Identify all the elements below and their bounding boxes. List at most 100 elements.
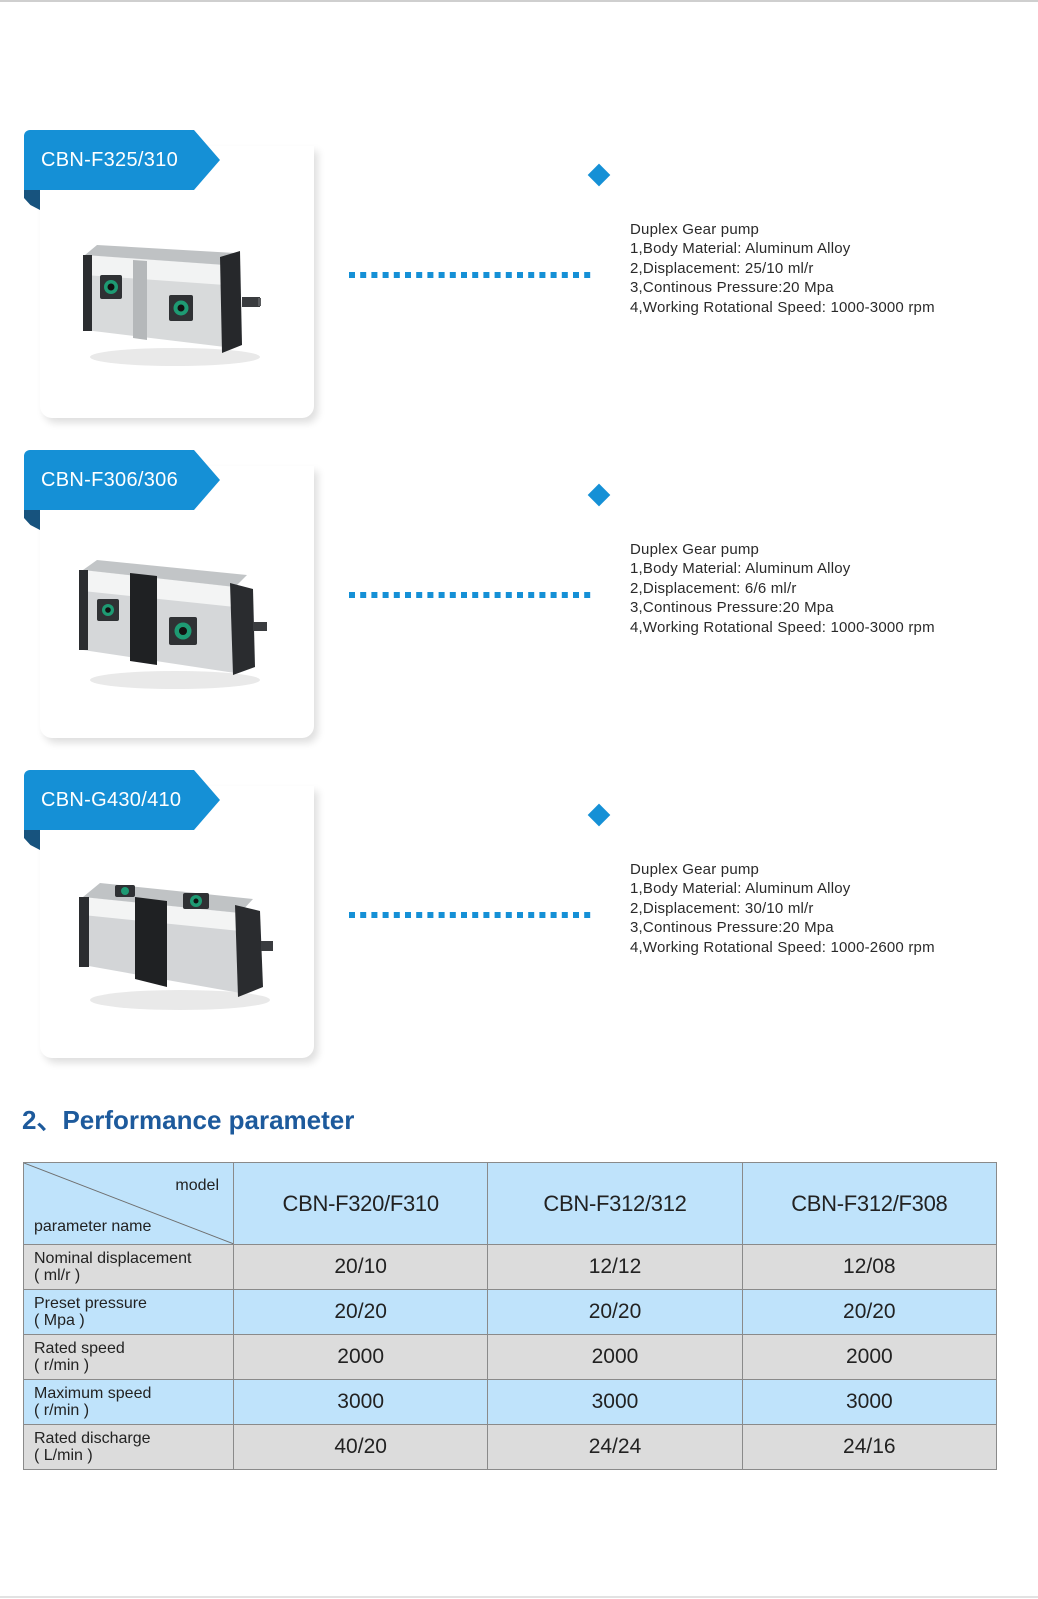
product-block: CBN-F306/306 Duplex Gear pump 1,Body Mat… — [0, 450, 1038, 740]
connector-dot — [483, 592, 490, 598]
pump-image — [79, 883, 273, 1010]
connector-dot — [449, 912, 456, 918]
connector-dot — [550, 272, 557, 278]
spec-list: Duplex Gear pump 1,Body Material: Alumin… — [630, 220, 935, 317]
model-column-header: CBN-F312/F308 — [741, 1162, 998, 1245]
spec-line: 3,Continous Pressure:20 Mpa — [630, 599, 834, 617]
connector-dot — [371, 912, 378, 918]
spec-line: 3,Continous Pressure:20 Mpa — [630, 919, 834, 937]
model-tag-label: CBN-F325/310 — [41, 149, 178, 171]
connector-dot — [494, 912, 501, 918]
table-row: Preset pressure( Mpa ) 20/20 20/20 20/20 — [23, 1289, 998, 1335]
connector-dot — [517, 592, 523, 598]
connector-dot — [360, 272, 367, 278]
pump-image — [79, 560, 267, 689]
dotted-connector — [349, 272, 591, 278]
tag-fold — [24, 190, 40, 210]
connector-dot — [573, 592, 579, 598]
model-column-header: CBN-F312/312 — [487, 1162, 743, 1245]
spec-line: Duplex Gear pump — [630, 221, 760, 238]
tag-fold — [24, 510, 40, 530]
connector-dot — [449, 592, 456, 598]
connector-dot — [416, 912, 423, 918]
spec-line: Duplex Gear pump — [630, 861, 760, 878]
parameter-name: Rated speed — [34, 1340, 125, 1357]
model-tag — [24, 770, 220, 830]
value-cell: 24/24 — [487, 1424, 743, 1470]
spec-line: 1,Body Material: Aluminum Alloy — [630, 240, 851, 258]
connector-dot — [393, 912, 400, 918]
connector-dot — [349, 272, 355, 278]
connector-dot — [573, 272, 579, 278]
dotted-connector — [349, 912, 591, 918]
connector-dot — [494, 592, 501, 598]
value-cell: 12/08 — [741, 1244, 998, 1290]
value-cell: 24/16 — [741, 1424, 998, 1470]
connector-dot — [360, 592, 367, 598]
connector-dot — [382, 912, 389, 918]
connector-dot — [461, 912, 467, 918]
parameter-name: Nominal displacement — [34, 1250, 192, 1267]
connector-dot — [528, 592, 535, 598]
parameter-name-cell: Maximum speed( r/min ) — [23, 1379, 234, 1425]
spec-line: Duplex Gear pump — [630, 541, 760, 558]
connector-dot — [573, 912, 579, 918]
connector-dot — [528, 272, 535, 278]
product-block: CBN-F325/310 Duplex Gear pump 1,Body Mat… — [0, 130, 1038, 420]
parameter-unit: ( r/min ) — [34, 1357, 90, 1374]
connector-dot — [505, 272, 512, 278]
parameter-name-cell: Rated discharge( L/min ) — [23, 1424, 234, 1470]
value-cell: 12/12 — [487, 1244, 743, 1290]
parameter-name-label: parameter name — [34, 1218, 152, 1235]
parameter-unit: ( ml/r ) — [34, 1267, 81, 1284]
model-label: model — [175, 1177, 219, 1194]
value-cell: 20/20 — [741, 1289, 998, 1335]
connector-dot — [382, 272, 389, 278]
connector-dot — [449, 272, 456, 278]
diamond-bullet — [587, 803, 611, 827]
connector-dot — [427, 272, 434, 278]
value-cell: 2000 — [741, 1334, 998, 1380]
value-cell: 3000 — [741, 1379, 998, 1425]
connector-dot — [461, 592, 467, 598]
spec-line: 2,Displacement: 30/10 ml/r — [630, 899, 814, 917]
spec-line: 2,Displacement: 25/10 ml/r — [630, 259, 814, 277]
top-divider — [0, 0, 1038, 2]
connector-dot — [472, 912, 479, 918]
tag-fold — [24, 830, 40, 850]
parameter-name: Maximum speed — [34, 1385, 152, 1402]
table-row: Rated discharge( L/min ) 40/20 24/24 24/… — [23, 1424, 998, 1470]
spec-list: Duplex Gear pump 1,Body Material: Alumin… — [630, 860, 935, 957]
connector-dot — [427, 592, 434, 598]
model-column-header: CBN-F320/F310 — [232, 1162, 489, 1245]
connector-dot — [528, 912, 535, 918]
spec-line: 4,Working Rotational Speed: 1000-3000 rp… — [630, 618, 935, 636]
connector-dot — [550, 592, 557, 598]
connector-dot — [561, 592, 568, 598]
section-title: 2、Performance parameter — [22, 1105, 355, 1135]
performance-table: model parameter name CBN-F320/F310 CBN-F… — [23, 1162, 998, 1470]
connector-dot — [416, 592, 423, 598]
connector-dot — [539, 592, 546, 598]
value-cell: 2000 — [487, 1334, 743, 1380]
value-cell: 3000 — [487, 1379, 743, 1425]
connector-dot — [494, 272, 501, 278]
parameter-name: Preset pressure — [34, 1295, 147, 1312]
connector-dot — [483, 272, 490, 278]
connector-dot — [584, 912, 591, 918]
connector-dot — [371, 592, 378, 598]
spec-line: 3,Continous Pressure:20 Mpa — [630, 279, 834, 297]
connector-dot — [584, 272, 591, 278]
spec-line: 1,Body Material: Aluminum Alloy — [630, 560, 851, 578]
table-row: Nominal displacement( ml/r ) 20/10 12/12… — [23, 1244, 998, 1290]
connector-dot — [405, 912, 411, 918]
diamond-bullet — [587, 483, 611, 507]
connector-dot — [405, 592, 411, 598]
connector-dot — [505, 912, 512, 918]
connector-dot — [382, 592, 389, 598]
connector-dot — [539, 272, 546, 278]
connector-dot — [371, 272, 378, 278]
dotted-connector — [349, 592, 591, 598]
connector-dot — [561, 272, 568, 278]
table-row: Rated speed( r/min ) 2000 2000 2000 — [23, 1334, 998, 1380]
